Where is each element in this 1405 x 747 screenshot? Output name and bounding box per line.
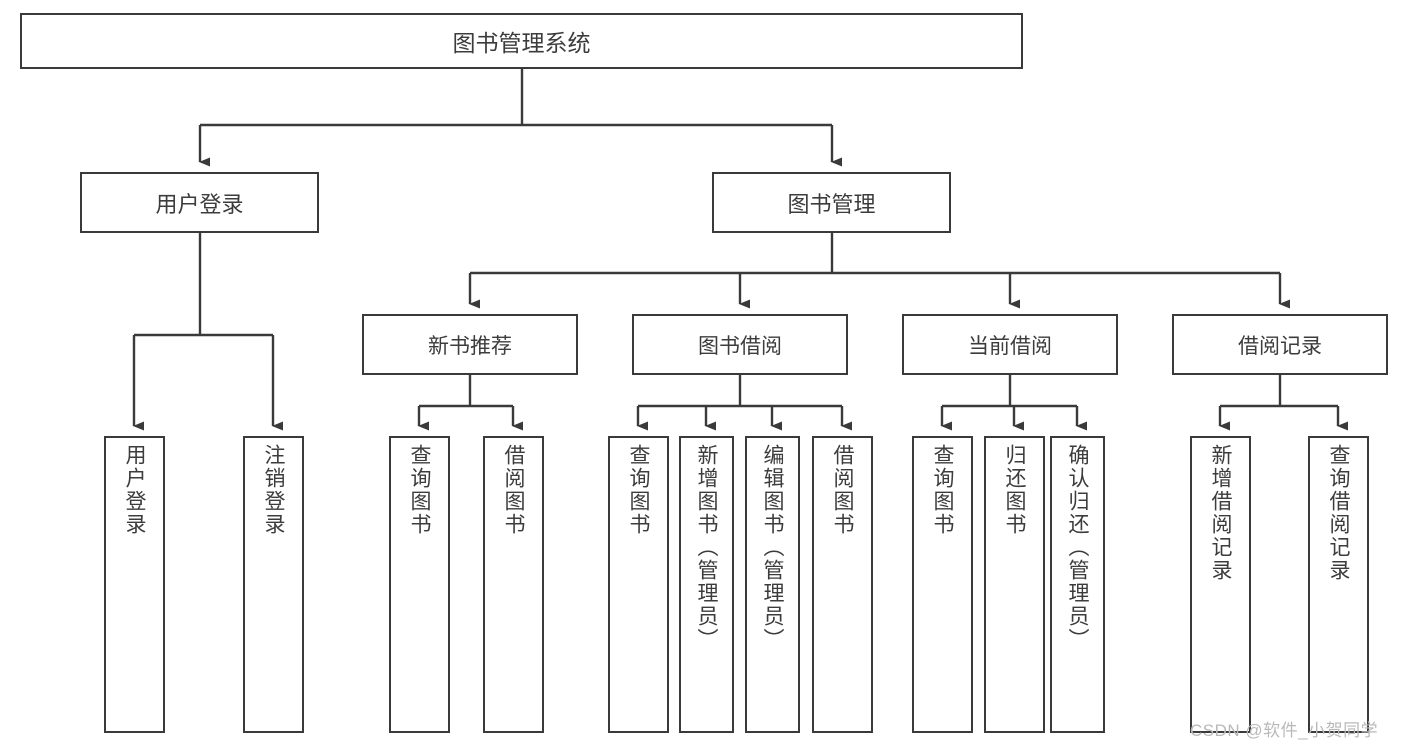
node-label: 用户登录 <box>155 191 244 217</box>
node-label: 查询图书 <box>408 444 431 536</box>
node-label: 确认归还（管理员） <box>1066 444 1089 651</box>
node-label: 查询图书 <box>627 444 650 536</box>
node-label: 新书推荐 <box>428 334 512 358</box>
node-level2-借阅记录[interactable]: 借阅记录 <box>1172 314 1388 375</box>
node-level1-图书管理[interactable]: 图书管理 <box>712 172 951 233</box>
node-label: 图书管理 <box>787 191 876 217</box>
node-leaf-当前借阅-查询图书[interactable]: 查询图书 <box>912 436 973 733</box>
node-leaf-借阅记录-新增借阅记录[interactable]: 新增借阅记录 <box>1190 436 1251 733</box>
node-level2-新书推荐[interactable]: 新书推荐 <box>362 314 578 375</box>
node-leaf-新书推荐-借阅图书[interactable]: 借阅图书 <box>483 436 544 733</box>
node-label: 借阅图书 <box>502 444 525 536</box>
node-label: 注销登录 <box>262 444 285 536</box>
node-label: 查询图书 <box>931 444 954 536</box>
node-leaf-用户登录-用户登录[interactable]: 用户登录 <box>104 436 165 733</box>
node-label: 编辑图书（管理员） <box>761 444 784 651</box>
node-level2-当前借阅[interactable]: 当前借阅 <box>902 314 1118 375</box>
node-leaf-当前借阅-归还图书[interactable]: 归还图书 <box>984 436 1045 733</box>
node-leaf-图书借阅-新增图书管理员[interactable]: 新增图书（管理员） <box>679 436 734 733</box>
node-label: 新增图书（管理员） <box>695 444 718 651</box>
node-label: 查询借阅记录 <box>1327 444 1350 582</box>
node-leaf-图书借阅-编辑图书管理员[interactable]: 编辑图书（管理员） <box>745 436 800 733</box>
node-label: 新增借阅记录 <box>1209 444 1232 582</box>
node-label: 图书借阅 <box>698 334 782 358</box>
csdn-watermark: CSDN @软件_小贺同学 <box>1190 721 1379 740</box>
node-leaf-图书借阅-借阅图书[interactable]: 借阅图书 <box>812 436 873 733</box>
node-root-图书管理系统[interactable]: 图书管理系统 <box>20 13 1023 69</box>
node-leaf-新书推荐-查询图书[interactable]: 查询图书 <box>389 436 450 733</box>
node-label: 当前借阅 <box>968 334 1052 358</box>
node-label: 用户登录 <box>123 444 146 536</box>
node-leaf-用户登录-注销登录[interactable]: 注销登录 <box>243 436 304 733</box>
node-leaf-图书借阅-查询图书[interactable]: 查询图书 <box>608 436 669 733</box>
node-level1-用户登录[interactable]: 用户登录 <box>80 172 319 233</box>
node-level2-图书借阅[interactable]: 图书借阅 <box>632 314 848 375</box>
node-label: 图书管理系统 <box>452 30 591 56</box>
node-label: 借阅记录 <box>1238 334 1322 358</box>
node-leaf-当前借阅-确认归还管理员[interactable]: 确认归还（管理员） <box>1050 436 1105 733</box>
node-leaf-借阅记录-查询借阅记录[interactable]: 查询借阅记录 <box>1308 436 1369 733</box>
node-label: 借阅图书 <box>831 444 854 536</box>
node-label: 归还图书 <box>1003 444 1026 536</box>
